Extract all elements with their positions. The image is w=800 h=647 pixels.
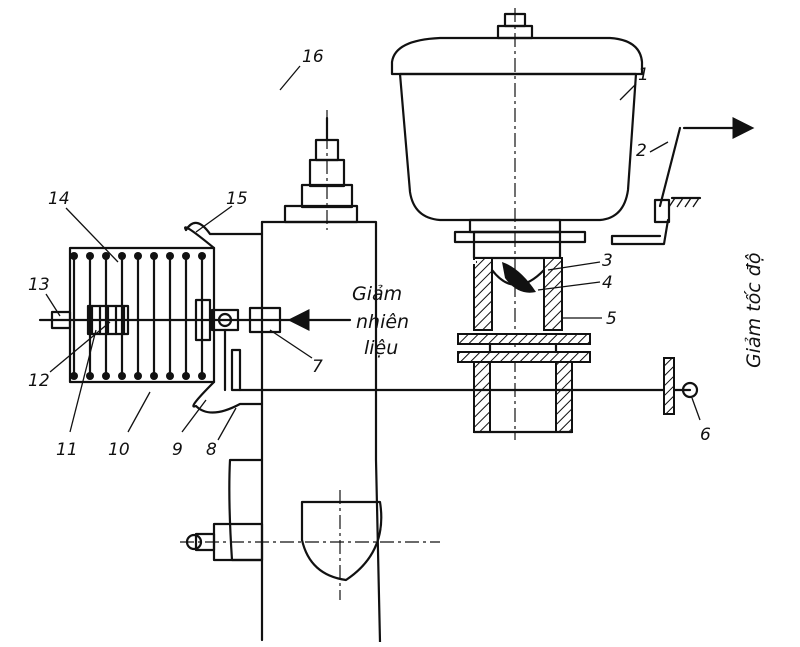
label-3: 3: [602, 251, 613, 271]
fuel-reduction-line2: nhiên: [356, 311, 409, 333]
carburetor: [457, 230, 591, 434]
label-2: 2: [636, 141, 647, 161]
label-10: 10: [108, 440, 130, 460]
speed-reduction-label: Giảm tốc độ: [743, 253, 765, 368]
label-13: 13: [28, 275, 50, 295]
label-15: 15: [226, 189, 248, 209]
annotations: Giảm nhiên liệu Giảm tốc độ: [352, 253, 765, 368]
label-11: 11: [56, 440, 78, 460]
fuel-reduction-line3: liệu: [364, 337, 398, 359]
fuel-reduction-line1: Giảm: [352, 283, 402, 305]
label-16: 16: [302, 47, 324, 67]
label-1: 1: [638, 65, 649, 85]
throttle-lever: [610, 117, 755, 246]
label-14: 14: [48, 189, 70, 209]
label-6: 6: [700, 425, 711, 445]
label-8: 8: [206, 440, 217, 460]
label-5: 5: [606, 309, 617, 329]
air-filter: [390, 8, 644, 440]
leader-lines: [45, 65, 701, 441]
vacuum-pipe: [102, 88, 478, 264]
governor-bellows: [38, 221, 352, 414]
engine-block: [180, 110, 440, 644]
label-7: 7: [312, 357, 323, 377]
part-numbers: 1 2 3 4 5 6 7 8 9 10 11 12 13 14 15 16: [28, 47, 711, 460]
link-rod: [238, 357, 699, 415]
label-4: 4: [602, 273, 613, 293]
label-12: 12: [28, 371, 50, 391]
label-9: 9: [172, 440, 183, 460]
